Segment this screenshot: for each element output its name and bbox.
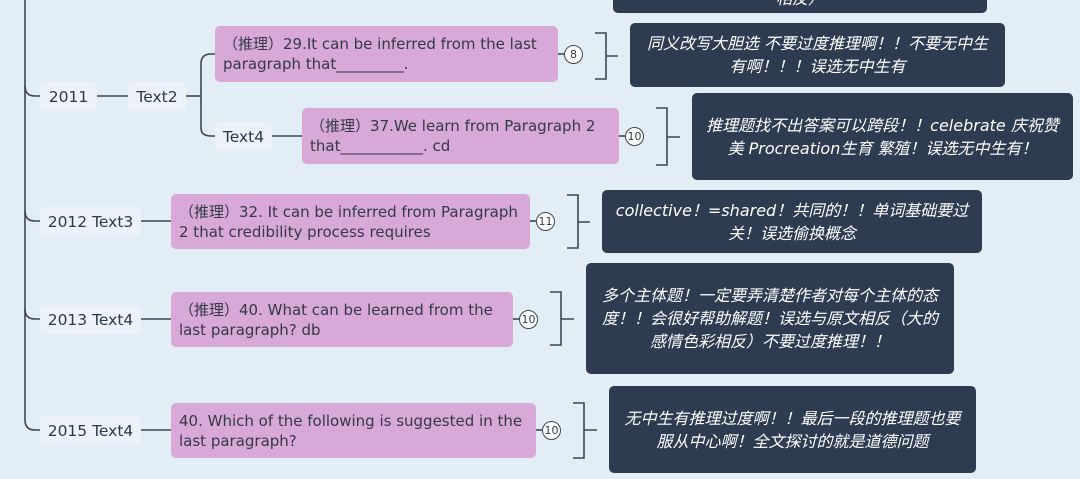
text2-label[interactable]: Text2 bbox=[128, 82, 186, 111]
bracket-q40a bbox=[550, 291, 574, 346]
question-40-2015[interactable]: 40. Which of the following is suggested … bbox=[171, 403, 536, 458]
score-badge-q37: 10 bbox=[625, 127, 644, 146]
trunk-line bbox=[24, 0, 40, 431]
top-note-fragment: 相反） bbox=[613, 0, 987, 13]
bracket-q32 bbox=[567, 194, 590, 249]
branch-2013 bbox=[24, 308, 40, 320]
note-q32: collective！=shared！共同的！！单词基础要过关！误选偷换概念 bbox=[602, 190, 982, 253]
question-37[interactable]: （推理）37.We learn from Paragraph 2 that___… bbox=[302, 108, 619, 164]
text4-label-2011[interactable]: Text4 bbox=[215, 122, 272, 151]
bracket-q40b bbox=[573, 402, 597, 459]
score-badge-q29: 8 bbox=[564, 45, 583, 64]
fork-text2 bbox=[200, 53, 215, 137]
year-2012-text3-label[interactable]: 2012 Text3 bbox=[40, 207, 141, 236]
question-29[interactable]: （推理）29.It can be inferred from the last … bbox=[215, 26, 558, 82]
year-2015-text4-label[interactable]: 2015 Text4 bbox=[40, 416, 141, 445]
bracket-q29 bbox=[595, 32, 618, 80]
year-2011-label[interactable]: 2011 bbox=[40, 82, 97, 111]
bracket-q37 bbox=[656, 107, 680, 166]
question-40-2013[interactable]: （推理）40. What can be learned from the las… bbox=[171, 292, 513, 347]
score-badge-q40-2013: 10 bbox=[519, 310, 538, 329]
score-badge-q32: 11 bbox=[536, 212, 555, 231]
note-q40-2013: 多个主体题！一定要弄清楚作者对每个主体的态度！！会很好帮助解题！误选与原文相反（… bbox=[586, 263, 954, 374]
note-q37: 推理题找不出答案可以跨段！！celebrate 庆祝赞美 Procreation… bbox=[692, 93, 1073, 180]
question-32[interactable]: （推理）32. It can be inferred from Paragrap… bbox=[171, 194, 530, 249]
branch-2012 bbox=[24, 210, 40, 222]
year-2013-text4-label[interactable]: 2013 Text4 bbox=[40, 305, 141, 334]
note-q40-2015: 无中生有推理过度啊！！最后一段的推理题也要服从中心啊！全文探讨的就是道德问题 bbox=[609, 386, 976, 473]
branch-2011 bbox=[24, 85, 40, 97]
score-badge-q40-2015: 10 bbox=[542, 421, 561, 440]
note-q29: 同义改写大胆选 不要过度推理啊！！不要无中生有啊！！！误选无中生有 bbox=[630, 23, 1005, 87]
